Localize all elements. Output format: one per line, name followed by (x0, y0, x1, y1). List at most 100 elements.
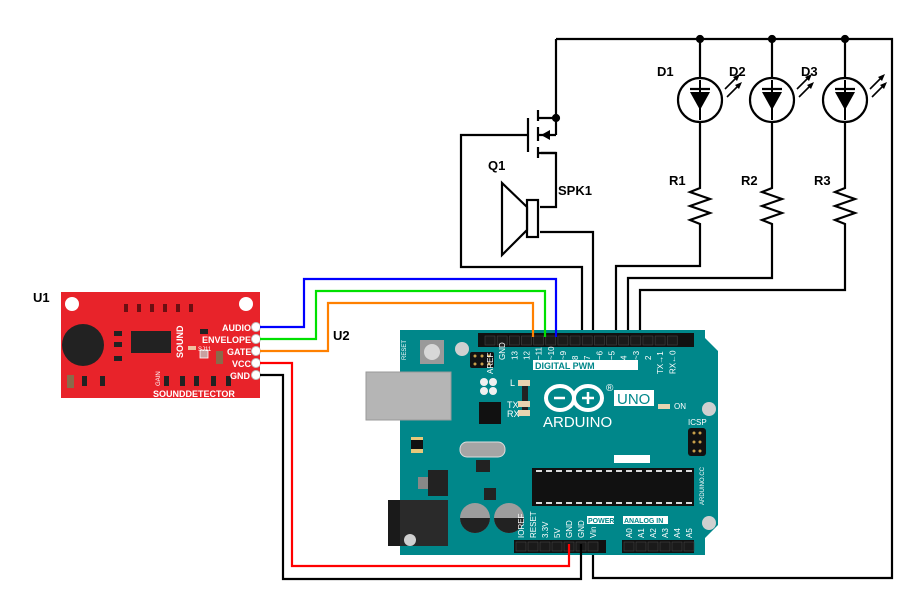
analog-pin-label: A3 (661, 528, 670, 538)
digital-pin-label: ~6 (595, 350, 604, 360)
digital-pin[interactable] (533, 335, 544, 346)
pin-audio[interactable] (251, 322, 261, 332)
resistor-r1 (686, 185, 714, 230)
power-pin[interactable] (539, 541, 551, 552)
analog-pin[interactable] (635, 541, 647, 552)
digital-pin[interactable] (581, 335, 593, 346)
q1-gate-wire (459, 133, 584, 334)
digital-pin-label: 7 (583, 355, 592, 360)
digital-pin[interactable] (618, 335, 629, 346)
arduino-brand-label: ARDUINO (543, 414, 612, 431)
top-rail-wire (556, 37, 894, 580)
analog-pin-label: A1 (637, 528, 646, 538)
digital-pin[interactable] (666, 335, 678, 346)
analog-pin[interactable] (623, 541, 635, 552)
pin-envelope-label: ENVELOPE (202, 335, 251, 345)
digital-pin[interactable] (594, 335, 605, 346)
r1-pin-wire (614, 230, 702, 334)
power-label: POWER (588, 518, 614, 525)
digital-pin[interactable] (557, 335, 569, 346)
power-pin-label: IOREF (517, 513, 526, 538)
mount-hole (702, 402, 716, 416)
digital-pin-label: 12 (522, 351, 531, 360)
analog-pin-label: A2 (649, 528, 658, 538)
pin-envelope[interactable] (251, 334, 261, 344)
vcc-wire[interactable] (260, 361, 571, 568)
microphone (62, 324, 104, 366)
led-l-label: L (510, 378, 515, 388)
power-pin[interactable] (587, 541, 599, 552)
gnd-wire[interactable] (260, 373, 583, 581)
power-pin[interactable] (527, 541, 539, 552)
digital-pin[interactable] (496, 335, 508, 346)
r3-label: R3 (814, 173, 831, 188)
pin-gnd[interactable] (251, 370, 261, 380)
digital-pin-label: 8 (571, 355, 580, 360)
digital-pin-label: RX←0 (668, 350, 677, 374)
pin-gate[interactable] (251, 346, 261, 356)
digital-pin[interactable] (642, 335, 654, 346)
digital-pin[interactable] (654, 335, 666, 346)
icsp-header[interactable] (688, 428, 706, 456)
r2-label: R2 (741, 173, 758, 188)
led-rx-label: RX (507, 409, 520, 419)
atmega-chip (532, 468, 694, 506)
power-pin-label: Vin (589, 527, 598, 538)
gate-wire[interactable] (260, 301, 535, 353)
d1-label: D1 (657, 64, 674, 79)
speaker-wire (540, 230, 595, 334)
usb-chip (479, 402, 501, 424)
icsp-label: ICSP (688, 418, 707, 427)
u2-label: U2 (333, 328, 350, 343)
uno-label: UNO (617, 391, 650, 408)
digital-pin-label: ~9 (559, 350, 568, 360)
digital-pin[interactable] (545, 335, 557, 346)
d3-label: D3 (801, 64, 818, 79)
analog-pin[interactable] (647, 541, 659, 552)
analog-pin[interactable] (659, 541, 671, 552)
registered-mark: ® (606, 383, 614, 394)
digital-pin[interactable] (484, 335, 496, 346)
pin-gate-label: GATE (227, 347, 251, 357)
resistor-r3 (831, 185, 859, 230)
arduino-site-label: ARDUINO.CC (700, 466, 706, 505)
r1-label: R1 (669, 173, 686, 188)
schematic-wires (459, 34, 894, 580)
q1-source-wire (540, 151, 558, 209)
reset-label: RESET (402, 340, 408, 360)
digital-pin[interactable] (630, 335, 642, 346)
analog-pin[interactable] (683, 541, 695, 552)
crystal (459, 441, 506, 458)
digital-pin[interactable] (508, 335, 520, 346)
led-d1 (676, 74, 742, 124)
power-pin[interactable] (551, 541, 563, 552)
power-pin-label: GND (577, 520, 586, 538)
led-on-label: ON (674, 402, 686, 411)
power-pin[interactable] (515, 541, 527, 552)
junction-dot (767, 34, 777, 44)
sound-detector-board: SOUND SJ11 GAIN SOUNDDETECTOR AUDIO ENVE… (61, 292, 261, 399)
analog-pin[interactable] (671, 541, 683, 552)
power-pin-label: RESET (529, 511, 538, 538)
digital-pin[interactable] (569, 335, 581, 346)
speaker-symbol (500, 180, 540, 258)
audio-wire[interactable] (260, 277, 558, 337)
digital-pin-label: 13 (510, 351, 519, 360)
digital-pin-label: 2 (644, 355, 653, 360)
power-pin-label: 3.3V (541, 521, 550, 538)
pin-vcc[interactable] (251, 358, 261, 368)
resistor-r2 (758, 185, 786, 230)
led-d3 (821, 74, 887, 124)
mount-hole (702, 516, 716, 530)
d2-label: D2 (729, 64, 746, 79)
sounddetector-silk-label: SOUNDDETECTOR (153, 389, 235, 399)
opamp-chip (131, 331, 171, 353)
digital-pin-label: ~10 (547, 346, 556, 360)
usb-connector (365, 371, 452, 421)
digital-pin[interactable] (606, 335, 617, 346)
analog-pin-label: A5 (685, 528, 694, 538)
pin-vcc-label: VCC (232, 359, 252, 369)
digital-pin[interactable] (521, 335, 532, 346)
envelope-wire[interactable] (260, 289, 547, 341)
q1-label: Q1 (488, 158, 505, 173)
